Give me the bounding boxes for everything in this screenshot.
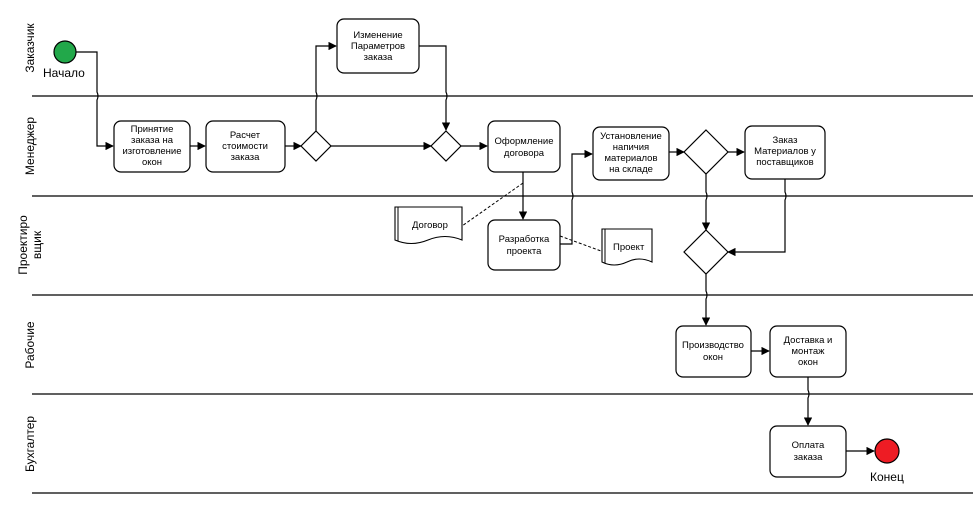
task-make-contract: Оформление договора bbox=[487, 120, 561, 173]
flow-change-to-gateway2 bbox=[419, 45, 451, 131]
gateways bbox=[300, 129, 729, 275]
gateway-decision-1 bbox=[300, 130, 332, 162]
task-text-line: Оформление bbox=[495, 136, 554, 147]
lane-label-workers: Рабочие bbox=[23, 321, 37, 369]
lane-separators bbox=[32, 95, 973, 494]
document-contract-label: Договор bbox=[412, 220, 448, 231]
task-text-line: Доставка и bbox=[784, 335, 833, 346]
task-text-line: заказа bbox=[364, 52, 394, 63]
document-contract: Договор bbox=[394, 206, 463, 245]
flow-start-to-accept bbox=[76, 51, 114, 151]
gateway-merge-4 bbox=[683, 229, 729, 275]
association-project-doc bbox=[559, 235, 602, 252]
gateway-merge-2 bbox=[430, 130, 462, 162]
start-event: Начало bbox=[43, 40, 85, 80]
task-text-line: Материалов у bbox=[754, 146, 816, 157]
task-text-line: заказа bbox=[794, 452, 824, 463]
task-text-line: напичия bbox=[613, 142, 649, 153]
start-event-circle bbox=[53, 40, 77, 64]
lane-label-customer: Заказчик bbox=[23, 23, 37, 73]
task-text-line: договора bbox=[504, 148, 545, 159]
sequence-flows bbox=[76, 41, 875, 456]
task-change-params: Изменение Параметров заказа bbox=[336, 18, 420, 74]
document-contract-shape bbox=[394, 206, 463, 245]
lane-labels: Заказчик Менеджер Проектиро вщик Рабочие… bbox=[16, 23, 44, 472]
task-accept-order: Принятие заказа на изготовление окон bbox=[113, 120, 191, 173]
associations bbox=[461, 182, 602, 252]
task-produce-windows: Производство окон bbox=[675, 325, 752, 378]
task-text-line: Установление bbox=[600, 131, 662, 142]
lane-label-accountant: Бухгалтер bbox=[23, 416, 37, 472]
flow-gateway3-to-gateway4 bbox=[701, 174, 711, 231]
task-text-line: Оплата bbox=[792, 440, 825, 451]
document-project-shape bbox=[601, 228, 653, 266]
task-text-line: Разработка bbox=[499, 234, 550, 245]
task-text-line: Принятие bbox=[131, 124, 174, 135]
task-text-line: материалов bbox=[605, 153, 658, 164]
task-text-line: заказа bbox=[231, 152, 261, 163]
flow-gateway1-to-change bbox=[315, 41, 337, 131]
task-text-line: на складе bbox=[609, 164, 653, 175]
task-text-line: Заказ bbox=[773, 135, 798, 146]
task-deliver-install: Доставка и монтаж окон bbox=[769, 325, 847, 378]
task-text-line: заказа на bbox=[131, 135, 174, 146]
task-payment: Оплата заказа bbox=[769, 425, 847, 478]
task-text-line: стоимости bbox=[222, 141, 268, 152]
task-text-line: Производство bbox=[682, 340, 744, 351]
flow-gateway4-to-produce bbox=[701, 274, 711, 326]
end-event-label: Конец bbox=[870, 470, 904, 484]
task-text-line: изготовление bbox=[122, 146, 181, 157]
task-design-project: Разработка проекта bbox=[487, 219, 561, 271]
task-text-line: Расчет bbox=[230, 130, 261, 141]
task-order-materials: Заказ Материалов у поставщиков bbox=[744, 125, 826, 180]
task-text-line: Изменение bbox=[353, 30, 402, 41]
lane-label-designer-line2: вщик bbox=[30, 230, 44, 259]
task-text-line: проекта bbox=[507, 246, 543, 257]
lane-label-manager: Менеджер bbox=[23, 117, 37, 176]
document-project-label: Проект bbox=[613, 242, 645, 253]
task-text-line: монтаж bbox=[792, 346, 826, 357]
flow-design-to-stock bbox=[560, 149, 593, 245]
association-contract-doc bbox=[461, 182, 524, 227]
task-text-line: окон bbox=[142, 157, 162, 168]
flow-order-to-gateway4 bbox=[727, 179, 787, 257]
end-event-circle bbox=[874, 438, 900, 464]
task-check-stock: Установление напичия материалов на склад… bbox=[592, 126, 670, 181]
lane-label-designer-line1: Проектиро bbox=[16, 215, 30, 275]
task-text-line: окон bbox=[798, 357, 818, 368]
start-event-label: Начало bbox=[43, 66, 85, 80]
task-text-line: окон bbox=[703, 352, 723, 363]
task-text-line: поставщиков bbox=[756, 157, 813, 168]
end-event: Конец bbox=[870, 438, 904, 484]
task-calc-cost: Расчет стоимости заказа bbox=[205, 120, 286, 173]
flow-deliver-to-payment bbox=[803, 377, 813, 426]
task-text-line: Параметров bbox=[351, 41, 405, 52]
gateway-decision-3 bbox=[683, 129, 729, 175]
document-project: Проект bbox=[601, 228, 653, 266]
